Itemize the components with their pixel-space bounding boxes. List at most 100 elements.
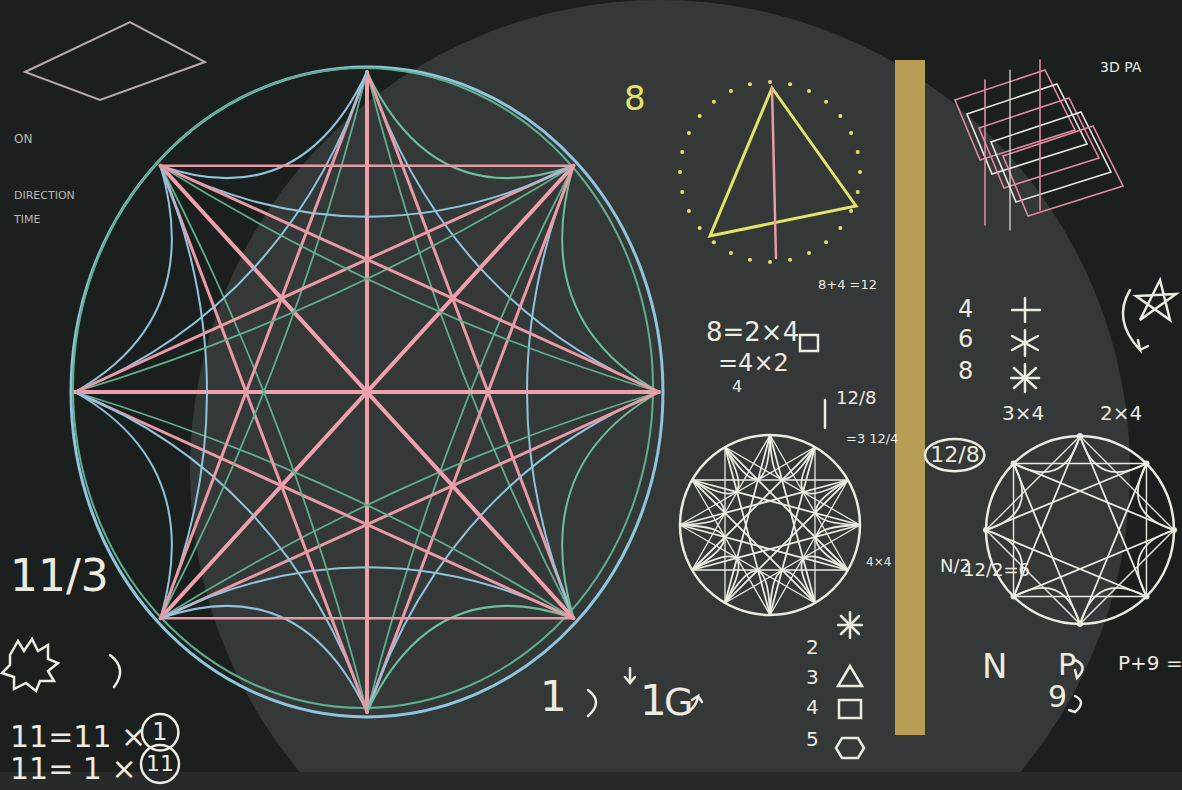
chalk-stroke	[161, 166, 367, 712]
chalk-stroke	[1143, 593, 1149, 599]
chalk-stroke	[161, 166, 659, 392]
chalk-stroke	[680, 525, 724, 570]
chalk-stroke	[367, 166, 573, 712]
chalk-note: 8	[624, 80, 646, 117]
chalk-stroke	[75, 166, 172, 392]
chalk-note: 4	[958, 296, 973, 322]
chalk-note: 5	[806, 728, 819, 750]
chalk-stroke	[75, 166, 573, 392]
chalk-stroke	[725, 525, 860, 603]
chalk-stroke	[1080, 588, 1146, 624]
chalk-stroke	[712, 240, 716, 244]
chalk-note: ON	[14, 133, 32, 146]
chalk-note: P+9 =N	[1118, 652, 1182, 674]
chalk-stroke	[710, 88, 856, 236]
chalk-stroke	[1138, 464, 1174, 530]
chalk-stroke	[729, 251, 733, 255]
chalk-stroke	[680, 525, 815, 603]
tape-strip	[895, 60, 925, 735]
chalk-stroke	[75, 72, 367, 392]
chalk-stroke	[692, 569, 848, 570]
chalk-symbols	[2, 280, 1176, 758]
chalk-stroke	[367, 72, 573, 178]
circle-outline	[925, 439, 984, 471]
chalk-stroke	[680, 447, 815, 525]
chalk-stroke	[687, 209, 691, 213]
chalk-stroke	[788, 82, 792, 86]
chalk-note: 6	[958, 326, 973, 352]
chalk-stroke	[1077, 621, 1083, 627]
circled-text: 1	[152, 719, 167, 745]
chalk-stroke	[75, 392, 573, 618]
chalk-note: 3×4	[1002, 402, 1044, 424]
chalk-note: 1	[640, 678, 667, 724]
chalk-stroke	[1014, 588, 1080, 624]
chalk-stroke	[729, 89, 733, 93]
chalk-note: 11/3	[10, 552, 109, 600]
chalk-stroke	[983, 527, 989, 533]
chalk-stroke	[698, 226, 702, 230]
chalk-stroke	[692, 480, 770, 615]
chalk-stroke	[986, 436, 1080, 530]
chalk-stroke	[692, 480, 860, 525]
big-star-figure	[71, 67, 663, 717]
chalk-stroke	[678, 170, 682, 174]
chalk-stroke	[1014, 436, 1080, 472]
chalk-note: 1	[540, 674, 567, 720]
chalk-stroke	[986, 464, 1146, 530]
chalk-stroke	[1014, 463, 1147, 464]
chalk-note: 8=2×4	[706, 318, 799, 347]
chalk-note: 4	[732, 378, 742, 396]
chalk-note: =3 12/4	[846, 432, 899, 446]
chalk-stroke	[367, 72, 573, 618]
chalk-stroke	[858, 170, 862, 174]
chalk-note: 8+4 =12	[818, 278, 877, 292]
chalk-note: N	[982, 648, 1007, 685]
chalk-note: TIME	[14, 214, 40, 226]
chalk-stroke	[748, 258, 752, 262]
pink-grid-figure	[955, 60, 1123, 230]
chalk-note: 8	[958, 358, 973, 384]
chalk-stroke	[824, 100, 828, 104]
circled-number: 11	[139, 743, 181, 785]
chalk-stroke	[1138, 530, 1174, 596]
chalk-stroke	[680, 435, 860, 615]
chalk-stroke	[161, 392, 659, 618]
chalk-stroke	[692, 479, 848, 480]
chalk-stroke	[824, 240, 828, 244]
chalk-stroke	[75, 166, 573, 392]
chalk-stroke	[838, 114, 842, 118]
chalk-stroke	[1039, 60, 1041, 210]
chalk-stroke	[1011, 593, 1017, 599]
chalk-note: 2×4	[1100, 402, 1142, 424]
circled-text: 12/8	[930, 443, 979, 467]
chalk-stroke	[814, 447, 815, 603]
chalk-note: 3	[806, 666, 819, 688]
chalk-stroke	[161, 72, 367, 618]
chalk-note: 11=11 ×	[10, 720, 146, 753]
chalk-stroke	[1003, 126, 1123, 216]
chalk-stroke	[770, 480, 848, 615]
chalk-stroke	[1080, 436, 1174, 530]
chalk-stroke	[680, 190, 684, 194]
chalk-stroke	[75, 392, 367, 712]
chalk-stroke	[984, 80, 986, 225]
chalk-stroke	[1011, 461, 1017, 467]
chalk-stroke	[1009, 70, 1010, 230]
chalk-stroke	[807, 251, 811, 255]
chalk-stroke	[1014, 464, 1174, 530]
chalk-stroke	[161, 567, 574, 618]
chalk-stroke	[712, 100, 716, 104]
chalk-stroke	[161, 166, 574, 619]
chalk-stroke	[161, 166, 367, 712]
chalk-note: G	[664, 682, 693, 724]
chalk-stroke	[562, 166, 659, 392]
chalk-stroke	[807, 89, 811, 93]
chalk-ledge	[0, 772, 1182, 790]
chalk-stroke	[768, 260, 772, 264]
chalk-stroke	[562, 392, 659, 618]
circled-text: 11	[146, 752, 174, 776]
chalk-stroke	[849, 131, 853, 135]
chalk-stroke	[986, 436, 1174, 624]
chalk-note: 12/2=6	[963, 560, 1030, 580]
